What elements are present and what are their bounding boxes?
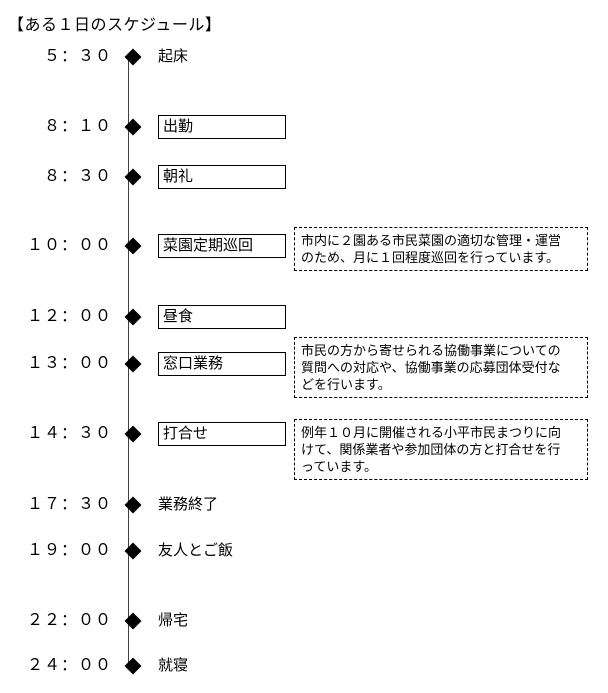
activity-box: 朝礼 — [158, 165, 286, 189]
time-label: １７：３０ — [26, 496, 112, 513]
annotation-box: 市民の方から寄せられる協働事業についての質問への対応や、協働事業の応募団体受付な… — [294, 337, 588, 398]
timeline-row: ８：３０ 朝礼 — [0, 165, 608, 189]
activity-label: 友人とご飯 — [158, 542, 234, 559]
time-label: ８：３０ — [43, 168, 112, 185]
time-label: １２：００ — [26, 308, 112, 325]
annotation-line: 例年１０月に開催される小平市民まつりに向 — [301, 425, 562, 440]
time-label: １３：００ — [26, 355, 112, 372]
timeline-row: １７：３０ 業務終了 — [0, 493, 608, 517]
activity-label: 業務終了 — [158, 496, 219, 513]
activity-box: 窓口業務 — [158, 352, 286, 376]
diamond-marker-icon — [124, 657, 142, 675]
annotation-line: どを行います。 — [301, 377, 391, 392]
diamond-marker-icon — [124, 355, 142, 373]
annotation-line: 市民の方から寄せられる協働事業についての — [301, 343, 561, 358]
timeline-row: ５：３０ 起床 — [0, 45, 608, 69]
timeline-row: １９：００ 友人とご飯 — [0, 539, 608, 563]
diamond-marker-icon — [124, 425, 142, 443]
timeline-row: ２２：００ 帰宅 — [0, 609, 608, 633]
diamond-marker-icon — [124, 237, 142, 255]
activity-label: 就寝 — [158, 657, 189, 674]
activity-box: 打合せ — [158, 422, 286, 446]
diamond-marker-icon — [124, 496, 142, 514]
annotation-line: 質問への対応や、協働事業の応募団体受付な — [301, 360, 561, 375]
diamond-marker-icon — [124, 308, 142, 326]
annotation-line: 市内に２園ある市民菜園の適切な管理・運営 — [301, 233, 562, 248]
time-label: ８：１０ — [43, 118, 112, 135]
timeline-row: ２４：００ 就寝 — [0, 654, 608, 678]
annotation-line: っています。 — [301, 459, 378, 474]
annotation-box: 市内に２園ある市民菜園の適切な管理・運営のため、月に１回程度巡回を行っています。 — [294, 227, 588, 271]
timeline-row: １３：００ 窓口業務 — [0, 352, 608, 376]
annotation-line: のため、月に１回程度巡回を行っています。 — [301, 250, 560, 265]
time-label: １０：００ — [26, 237, 112, 254]
diamond-marker-icon — [124, 48, 142, 66]
diamond-marker-icon — [124, 542, 142, 560]
timeline-row: １２：００ 昼食 — [0, 305, 608, 329]
time-label: ５：３０ — [43, 48, 112, 65]
activity-box: 昼食 — [158, 305, 286, 329]
diamond-marker-icon — [124, 168, 142, 186]
timeline-row: １４：３０ 打合せ — [0, 422, 608, 446]
time-label: ２４：００ — [26, 657, 112, 674]
page-title: 【ある１日のスケジュール】 — [8, 17, 222, 34]
diamond-marker-icon — [124, 118, 142, 136]
activity-label: 帰宅 — [158, 612, 189, 629]
time-label: ２２：００ — [26, 612, 112, 629]
activity-box: 菜園定期巡回 — [158, 234, 286, 258]
time-label: １４：３０ — [26, 425, 112, 442]
diamond-marker-icon — [124, 612, 142, 630]
timeline-row: １０：００ 菜園定期巡回 — [0, 234, 608, 258]
timeline-row: ８：１０ 出勤 — [0, 115, 608, 139]
activity-label: 起床 — [158, 48, 189, 65]
annotation-box: 例年１０月に開催される小平市民まつりに向けて、関係業者や参加団体の方と打合せを行… — [294, 419, 588, 480]
annotation-line: けて、関係業者や参加団体の方と打合せを行 — [301, 442, 561, 457]
time-label: １９：００ — [26, 542, 112, 559]
activity-box: 出勤 — [158, 115, 286, 139]
